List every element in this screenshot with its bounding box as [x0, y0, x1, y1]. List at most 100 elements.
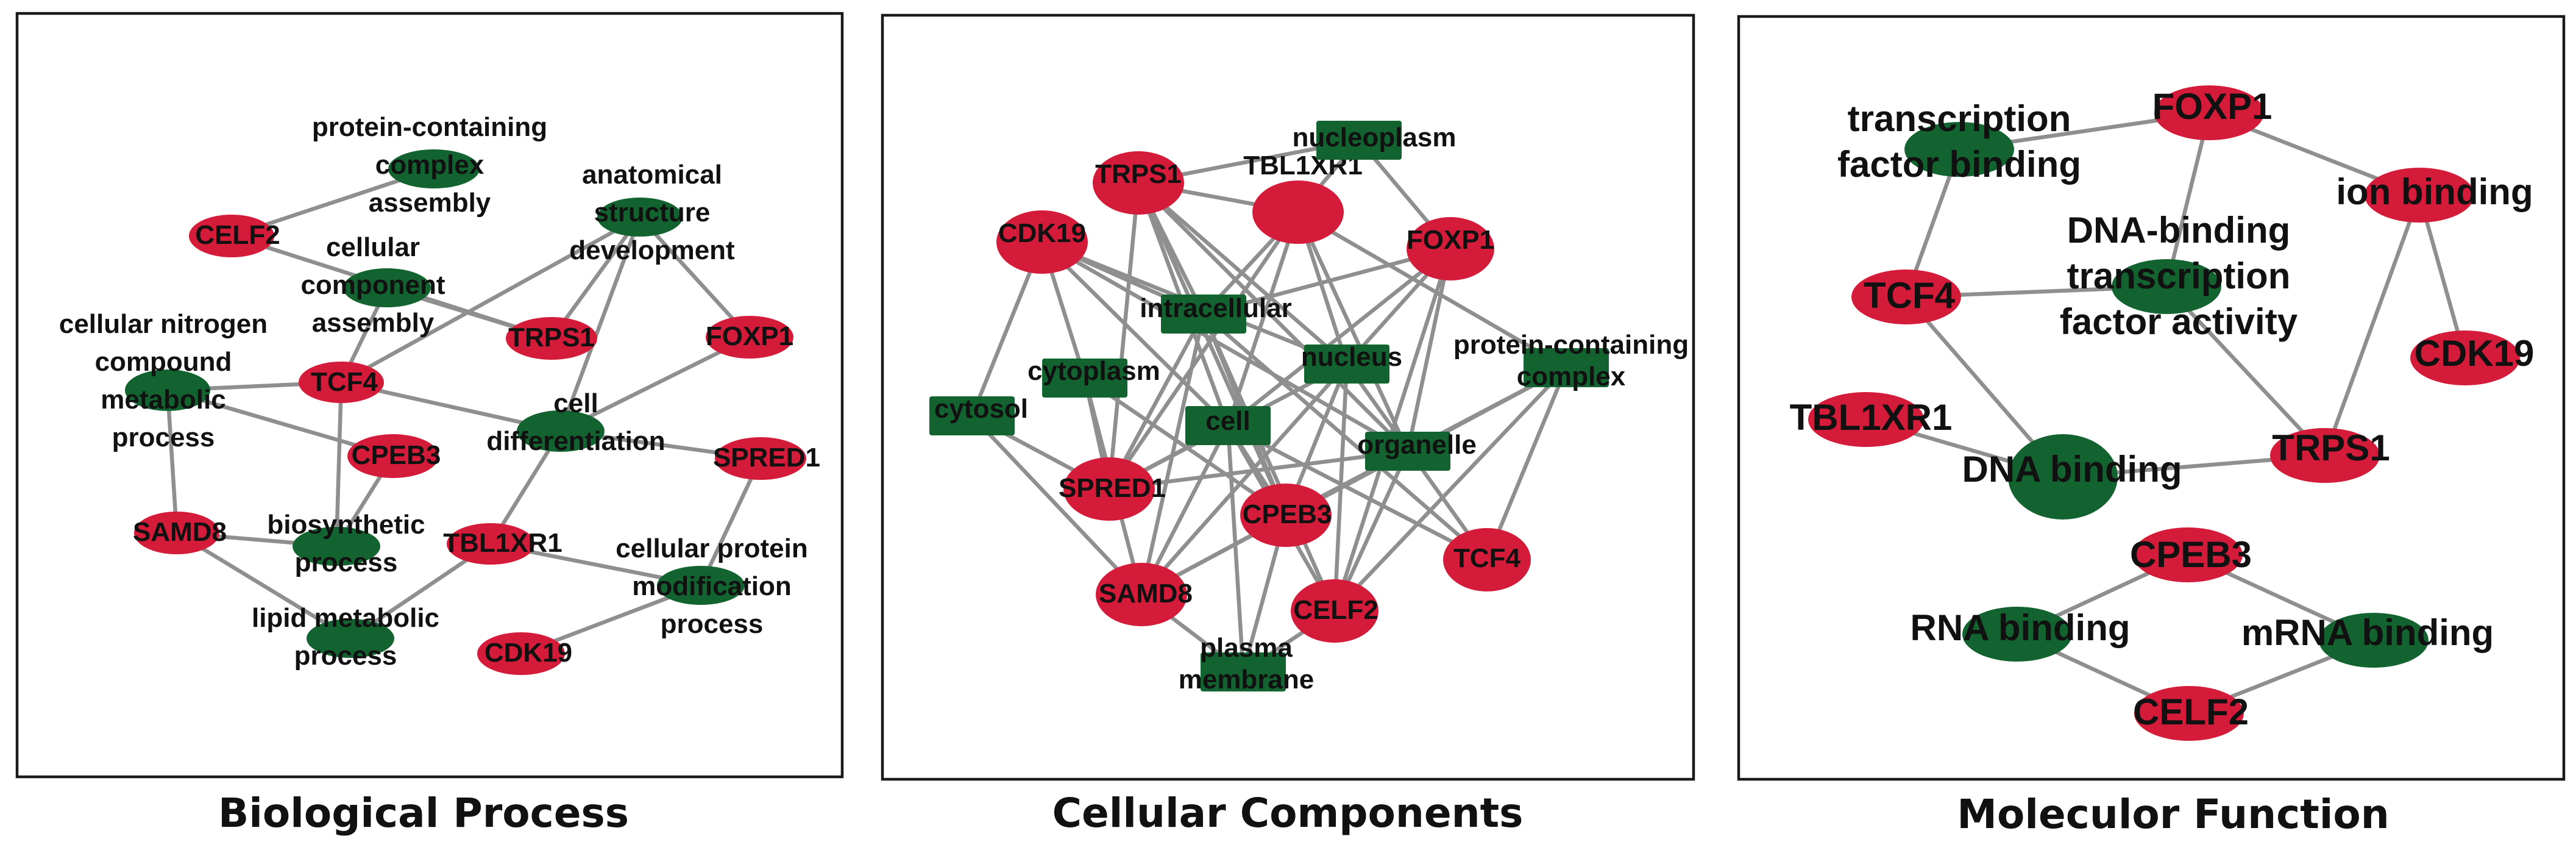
node-label-tcf4: TCF4 — [1453, 543, 1521, 573]
node-label-trps1: TRPS1 — [2272, 427, 2390, 468]
node-cell[interactable]: cell — [1185, 406, 1271, 445]
node-foxp1[interactable]: FOXP1 — [1407, 217, 1494, 280]
node-celf2[interactable]: CELF2 — [189, 215, 280, 257]
node-label-line: membrane — [1179, 665, 1315, 695]
node-label-line: cellular nitrogen — [59, 309, 268, 339]
node-cdk19[interactable]: CDK19 — [2410, 330, 2534, 385]
node-shape-tbl1xr1 — [447, 523, 534, 565]
node-shape-intracellular — [1161, 295, 1246, 334]
node-label-line: mRNA binding — [2241, 612, 2494, 653]
caption-cellular-components: Cellular Components — [1052, 790, 1524, 837]
node-label-line: RNA binding — [1910, 607, 2130, 648]
node-tcf4[interactable]: TCF4 — [1851, 270, 1961, 324]
node-label-line: organelle — [1357, 430, 1477, 460]
node-tcf4[interactable]: TCF4 — [299, 362, 384, 403]
node-label-line: biosynthetic — [267, 510, 425, 540]
node-shape-asd — [597, 198, 683, 237]
edge-pcc-tcf4 — [1485, 366, 1569, 561]
node-spred1[interactable]: SPRED1 — [713, 437, 820, 480]
node-cpeb3[interactable]: CPEB3 — [2130, 527, 2252, 582]
node-tbl1xr1[interactable]: TBL1XR1 — [443, 523, 562, 565]
node-label-mrnab: mRNA binding — [2241, 612, 2494, 653]
node-cpeb3[interactable]: CPEB3 — [1240, 484, 1332, 547]
node-celf2[interactable]: CELF2 — [2133, 686, 2249, 741]
node-cytoplasm[interactable]: cytoplasm — [1027, 356, 1160, 398]
node-shape-tbl1xr1 — [1252, 180, 1344, 244]
node-label-cpeb3: CPEB3 — [1243, 499, 1332, 529]
node-foxp1[interactable]: FOXP1 — [2152, 85, 2273, 140]
edge-tbl1xr1-organelle — [1296, 211, 1410, 452]
edge-tcf4-bsp — [334, 382, 344, 547]
node-mrnab[interactable]: mRNA binding — [2241, 612, 2494, 668]
node-shape-cpeb3 — [347, 434, 439, 478]
node-shape-foxp1 — [2154, 85, 2264, 140]
node-label-line: cytoplasm — [1027, 356, 1160, 386]
node-label-line: CELF2 — [195, 220, 280, 250]
node-label-line: protein-containing — [312, 112, 547, 142]
node-nucleus[interactable]: nucleus — [1301, 342, 1402, 384]
node-cytosol[interactable]: cytosol — [929, 394, 1028, 435]
node-shape-cdk19 — [996, 210, 1088, 274]
edge-foxp1-organelle — [1405, 248, 1453, 452]
node-cpeb3[interactable]: CPEB3 — [347, 434, 441, 478]
node-label-intracellular: intracellular — [1140, 293, 1291, 323]
node-samd8[interactable]: SAMD8 — [133, 512, 227, 554]
edge-cell-pm — [1226, 425, 1246, 673]
node-label-cdk19: CDK19 — [998, 218, 1086, 248]
node-label-line: SAMD8 — [133, 517, 227, 547]
node-label-line: factor activity — [2060, 301, 2298, 342]
edge-nucleus-samd8 — [1140, 362, 1349, 596]
node-nucleoplasm[interactable]: nucleoplasm — [1293, 121, 1457, 160]
node-label-line: process — [661, 609, 764, 639]
edge-cdk19-organelle — [1041, 240, 1409, 453]
node-ionb[interactable]: ion binding — [2336, 168, 2533, 223]
node-shape-tbl1xr1 — [1808, 392, 1924, 447]
node-shape-cytosol — [929, 396, 1015, 435]
node-spred1[interactable]: SPRED1 — [1059, 457, 1166, 521]
node-cdk19[interactable]: CDK19 — [996, 210, 1088, 274]
node-trps1[interactable]: TRPS1 — [2270, 427, 2390, 483]
node-label-spred1: SPRED1 — [1059, 473, 1166, 503]
node-shape-foxp1 — [1407, 217, 1494, 280]
node-shape-cytoplasm — [1042, 359, 1127, 398]
node-foxp1[interactable]: FOXP1 — [706, 316, 793, 359]
node-samd8[interactable]: SAMD8 — [1096, 563, 1193, 626]
node-shape-cpeb3 — [1240, 484, 1332, 547]
node-trps1[interactable]: TRPS1 — [506, 317, 597, 360]
node-shape-cpmp — [657, 566, 745, 605]
node-organelle[interactable]: organelle — [1357, 430, 1477, 471]
node-cdk19[interactable]: CDK19 — [477, 632, 572, 675]
node-label-ionb: ion binding — [2336, 171, 2533, 212]
node-intracellular[interactable]: intracellular — [1140, 293, 1292, 334]
node-label-line: TCF4 — [1864, 275, 1956, 316]
node-dnab[interactable]: DNA binding — [1962, 434, 2182, 520]
node-trps1[interactable]: TRPS1 — [1093, 151, 1184, 215]
node-shape-samd8 — [1096, 563, 1187, 626]
node-tbl1xr1[interactable]: TBL1XR1 — [1790, 392, 1953, 447]
node-tcf4[interactable]: TCF4 — [1443, 528, 1531, 591]
node-shape-celf2 — [2134, 686, 2244, 741]
caption-biological-process: Biological Process — [218, 790, 629, 837]
edge-cell-tcf4 — [1227, 424, 1488, 562]
node-celf2[interactable]: CELF2 — [1291, 579, 1378, 643]
edge-asd-foxp1 — [638, 215, 751, 339]
edge-asd-trps1 — [550, 216, 642, 340]
edge-cdiff-foxp1 — [559, 335, 751, 433]
node-rnab[interactable]: RNA binding — [1910, 607, 2131, 662]
node-label-line: cellular protein — [616, 534, 807, 563]
